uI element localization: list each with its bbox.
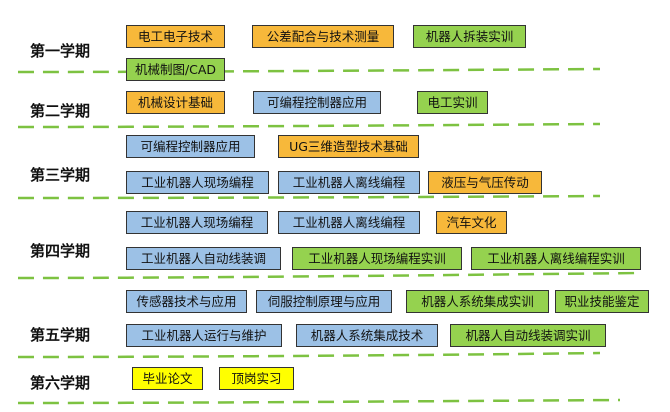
course-box: 可编程控制器应用 <box>253 91 381 114</box>
course-box: 职业技能鉴定 <box>555 290 649 313</box>
course-box: 毕业论文 <box>132 367 203 390</box>
course-box: 伺服控制原理与应用 <box>256 290 392 313</box>
course-box: 工业机器人离线编程 <box>278 171 420 194</box>
course-box: 机械制图/CAD <box>126 58 225 81</box>
divider-1 <box>17 67 601 74</box>
course-box: 工业机器人现场编程实训 <box>292 247 462 270</box>
term-label-2: 第二学期 <box>30 102 91 120</box>
course-box: 机器人系统集成实训 <box>406 290 549 313</box>
course-box: 机器人自动线装调实训 <box>450 324 606 347</box>
course-box: 工业机器人离线编程实训 <box>471 247 641 270</box>
course-box: 汽车文化 <box>436 211 507 234</box>
divider-6 <box>17 398 621 405</box>
course-box: 传感器技术与应用 <box>126 290 247 313</box>
course-box: 工业机器人离线编程 <box>278 211 420 234</box>
course-box: 工业机器人运行与维护 <box>126 324 282 347</box>
divider-5 <box>17 351 601 359</box>
course-box: 机械设计基础 <box>126 91 225 114</box>
course-box: 电工实训 <box>417 91 488 114</box>
course-box: 液压与气压传动 <box>428 171 542 194</box>
term-label-4: 第四学期 <box>30 242 91 260</box>
term-label-5: 第五学期 <box>30 326 91 344</box>
course-box: 公差配合与技术测量 <box>252 25 394 48</box>
term-label-6: 第六学期 <box>30 374 91 392</box>
course-box: UG三维造型技术基础 <box>278 135 419 158</box>
course-box: 机器人系统集成技术 <box>296 324 438 347</box>
divider-4 <box>17 271 641 280</box>
term-label-3: 第三学期 <box>30 166 91 184</box>
divider-2 <box>17 122 601 129</box>
course-box: 可编程控制器应用 <box>126 135 255 158</box>
course-box: 电工电子技术 <box>126 25 225 48</box>
course-box: 机器人拆装实训 <box>413 25 526 48</box>
course-box: 工业机器人自动线装调 <box>126 247 281 270</box>
course-box: 顶岗实习 <box>219 367 294 390</box>
divider-3 <box>17 194 601 200</box>
term-label-1: 第一学期 <box>30 42 91 60</box>
course-box: 工业机器人现场编程 <box>126 171 269 194</box>
course-box: 工业机器人现场编程 <box>126 211 268 234</box>
